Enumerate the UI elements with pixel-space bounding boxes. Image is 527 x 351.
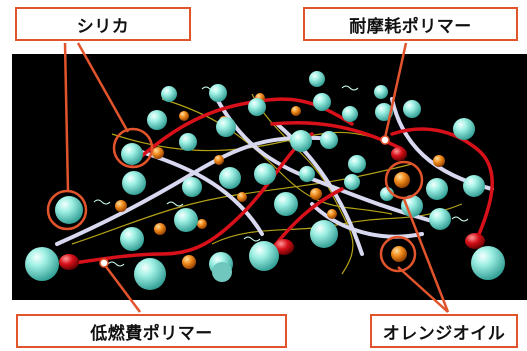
red-polymer-ends <box>59 147 485 270</box>
label-low-fuel-polymer: 低燃費ポリマー <box>16 314 287 348</box>
molecular-structure-image <box>12 54 527 300</box>
silica-particles <box>25 71 505 290</box>
particle-tethers <box>93 85 469 267</box>
molecule-illustration <box>25 71 505 290</box>
label-silica: シリカ <box>15 7 191 41</box>
label-wear-resistant-polymer: 耐摩耗ポリマー <box>303 7 518 41</box>
label-orange-oil: オレンジオイル <box>370 314 518 348</box>
